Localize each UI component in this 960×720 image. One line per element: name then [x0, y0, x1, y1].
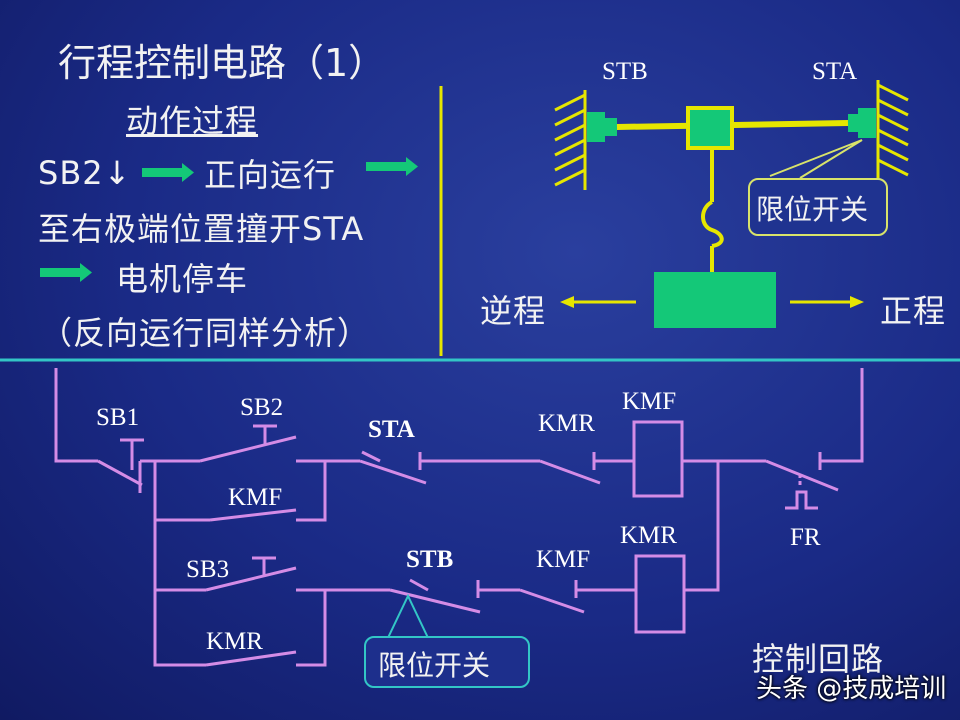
mech-limit-switch-callout: 限位开关 — [748, 178, 888, 236]
moving-table — [654, 272, 776, 328]
kmf-coil-label: KMF — [622, 388, 677, 415]
arrow-icon — [366, 157, 418, 176]
sb3-label: SB3 — [186, 556, 230, 583]
stb-callout-pointer — [385, 593, 431, 643]
control-circuit-wires — [54, 368, 864, 667]
carriage-block — [686, 106, 734, 150]
process-line2: 至右极端位置撞开STA — [38, 210, 365, 248]
sta-contact — [359, 459, 427, 485]
circuit-limit-switch-callout: 限位开关 — [364, 636, 530, 688]
stb-switch-block — [587, 112, 605, 142]
forward-arrow — [790, 296, 864, 308]
sb1-label: SB1 — [96, 404, 140, 431]
arrow-icon — [142, 163, 194, 182]
kmf-coil — [632, 420, 684, 498]
limit-switch-pointer — [769, 139, 863, 179]
sta-label: STA — [368, 416, 415, 443]
sb1-contact — [97, 459, 143, 487]
hook — [701, 200, 724, 272]
process-heading: 动作过程 — [126, 102, 259, 140]
page-title: 行程控制电路（1） — [58, 41, 387, 85]
process-line1-prefix: SB2↓ — [38, 154, 132, 192]
mech-limit-switch-label: 限位开关 — [756, 193, 869, 226]
right-wall — [876, 80, 909, 178]
kmr-interlock-contact — [539, 459, 601, 485]
mech-reverse-label: 逆程 — [480, 292, 547, 330]
fr-contact — [765, 459, 839, 492]
kmr-interlock-label: KMR — [538, 410, 595, 437]
kmf-interlock-label: KMF — [536, 546, 591, 573]
sta-switch-block — [858, 108, 876, 138]
kmf-interlock-contact — [519, 588, 585, 614]
kmr-aux-label: KMR — [206, 628, 263, 655]
stb-label: STB — [406, 546, 454, 573]
kmf-aux-contact — [209, 508, 297, 522]
reverse-arrow — [560, 296, 636, 308]
sb2-label: SB2 — [240, 394, 284, 421]
kmr-coil — [634, 554, 686, 634]
circuit-limit-switch-label: 限位开关 — [378, 649, 491, 682]
watermark: 头条 @技成培训 — [756, 674, 947, 704]
process-line3: 电机停车 — [116, 260, 249, 298]
mech-stb-label: STB — [602, 58, 648, 85]
mech-sta-label: STA — [812, 58, 858, 85]
process-line1-text: 正向运行 — [204, 156, 337, 194]
arrow-icon — [40, 263, 92, 282]
sb2-contact — [199, 435, 297, 463]
kmf-aux-label: KMF — [228, 484, 283, 511]
sb3-contact — [205, 566, 297, 592]
kmr-aux-contact — [205, 650, 297, 667]
kmr-coil-label: KMR — [620, 522, 677, 549]
mech-forward-label: 正程 — [880, 292, 947, 330]
process-line4: （反向运行同样分析） — [40, 314, 371, 352]
fr-label: FR — [790, 524, 821, 551]
stb-contact — [389, 588, 481, 614]
control-loop-label: 控制回路 — [752, 640, 885, 678]
left-wall — [554, 90, 587, 190]
